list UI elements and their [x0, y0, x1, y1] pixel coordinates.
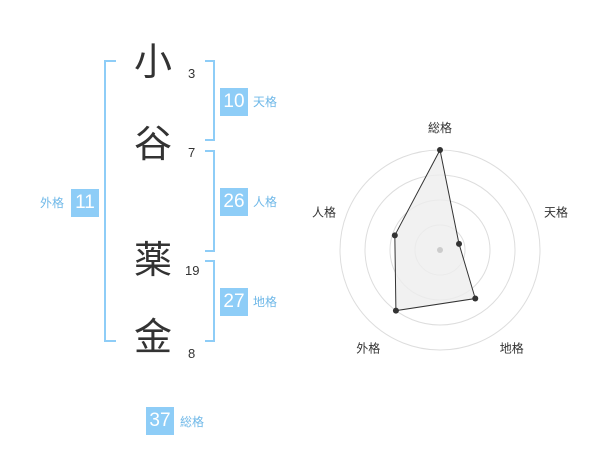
gaikaku-badge: 11	[71, 189, 99, 217]
soukaku-badge: 37	[146, 407, 174, 435]
radar-axis-label: 人格	[312, 204, 336, 219]
stroke-count-4: 8	[188, 346, 196, 361]
name-char-2: 谷	[133, 122, 172, 166]
name-char-1: 小	[133, 40, 172, 84]
radar-center	[437, 247, 443, 253]
radar-polygon	[394, 148, 476, 312]
soukaku-label: 総格	[180, 415, 205, 429]
chikaku-badge: 27	[220, 288, 248, 316]
radar-point	[472, 295, 479, 302]
radar-points	[391, 147, 479, 314]
stroke-count-1: 3	[188, 66, 196, 81]
tenkaku-badge: 10	[220, 88, 248, 116]
chikaku-bracket	[205, 260, 215, 342]
radar-axis-label: 地格	[500, 341, 524, 356]
radar-point	[392, 307, 399, 314]
tenkaku-bracket	[205, 60, 215, 141]
jinkaku-bracket	[205, 150, 215, 252]
radar-axis-label: 総格	[428, 120, 452, 135]
gaikaku-label: 外格	[40, 196, 65, 210]
radar-point	[391, 232, 398, 239]
name-char-4: 金	[133, 315, 172, 359]
stroke-count-2: 7	[188, 145, 196, 160]
jinkaku-label: 人格	[253, 195, 278, 209]
tenkaku-label: 天格	[253, 95, 278, 109]
stroke-count-3: 19	[185, 263, 200, 278]
name-char-3: 薬	[133, 238, 172, 282]
radar-axis-label: 天格	[544, 204, 568, 219]
chikaku-label: 地格	[253, 295, 278, 309]
radar-point	[456, 240, 463, 247]
radar-point	[437, 147, 443, 153]
gaikaku-bracket	[104, 60, 116, 342]
jinkaku-badge: 26	[220, 188, 248, 216]
radar-axis-label: 外格	[356, 341, 380, 356]
